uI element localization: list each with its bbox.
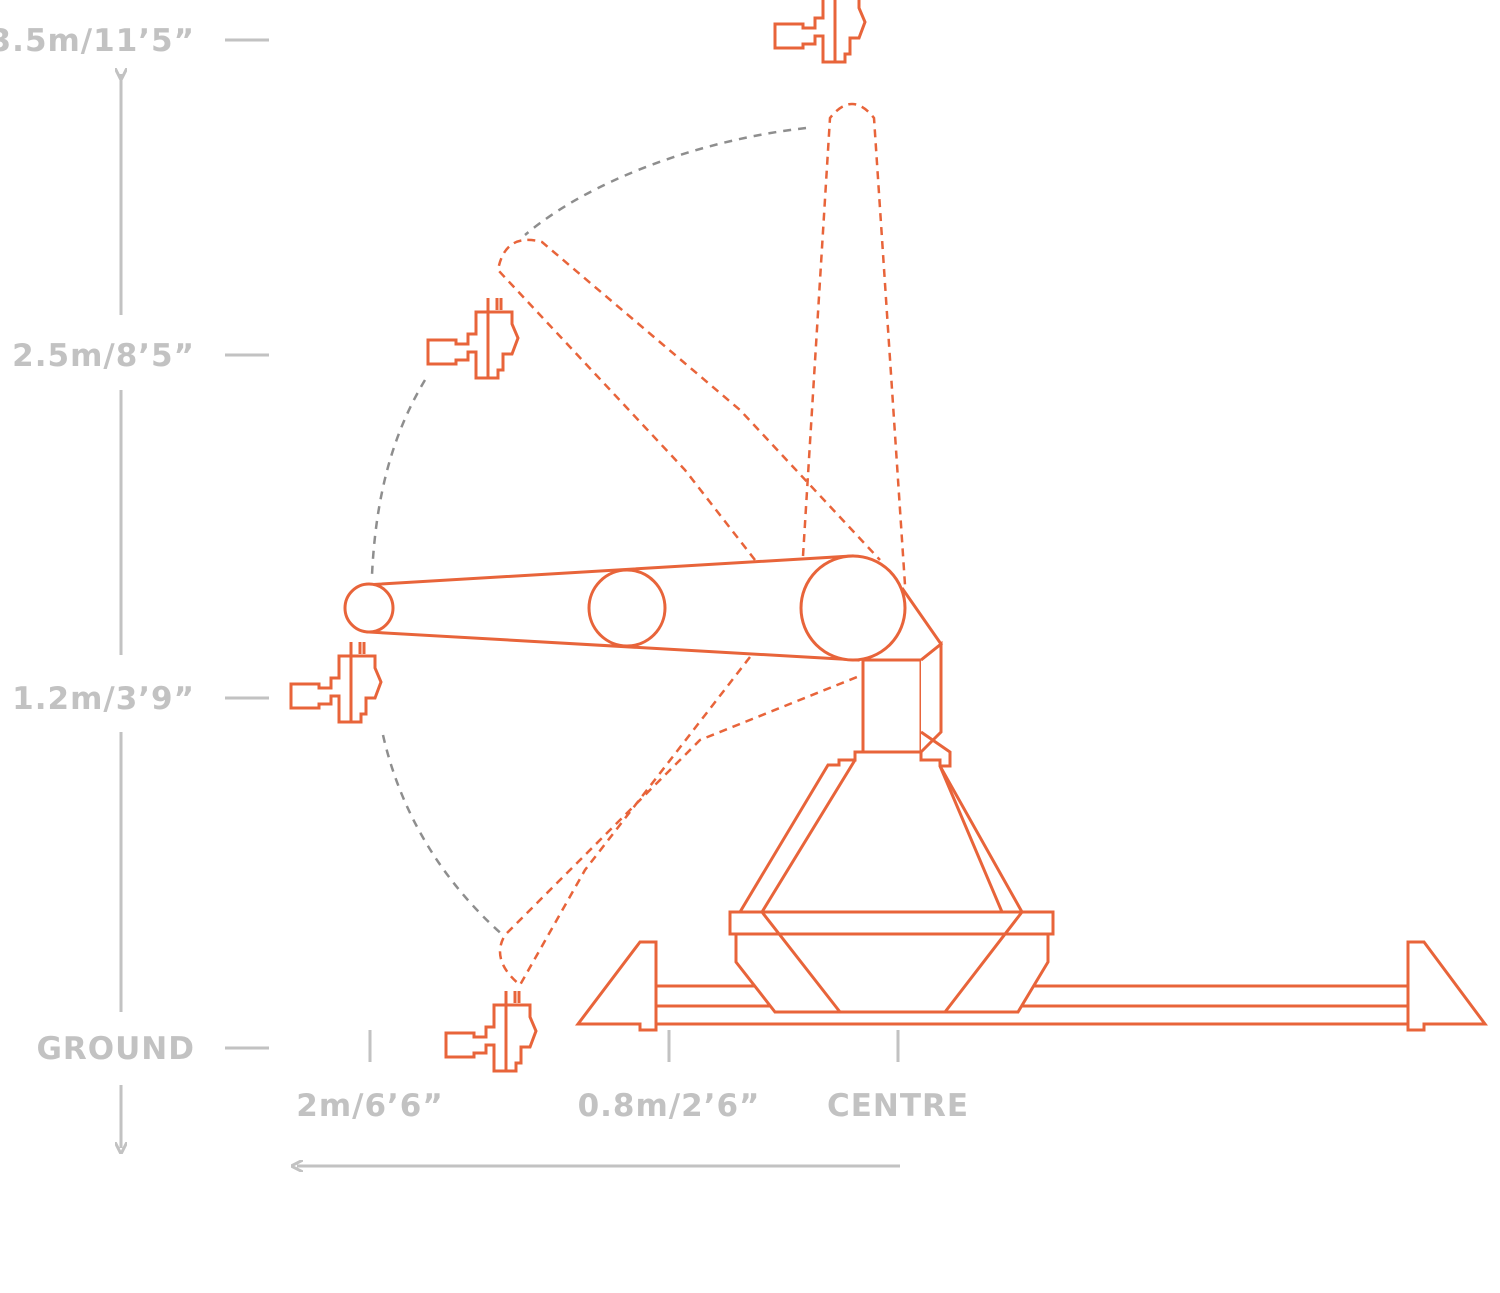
sweep-arc-middle bbox=[370, 379, 427, 576]
reach-label-centre: CENTRE bbox=[827, 1088, 969, 1124]
height-axis: 3.5m/11’5” 2.5m/8’5” 1.2m/3’9” GROUND bbox=[0, 23, 269, 1148]
camera-crane bbox=[343, 554, 1488, 1032]
arm-tip-wheel bbox=[343, 582, 395, 634]
reach-axis: 2m/6’6” 0.8m/2’6” CENTRE bbox=[296, 1030, 969, 1166]
camera-head-ground bbox=[444, 989, 538, 1073]
pedestal-cone bbox=[737, 750, 1025, 914]
sweep-arc-lower bbox=[381, 734, 506, 938]
arm-pivot-bracket bbox=[900, 587, 944, 662]
camera-head-1-2m bbox=[289, 640, 383, 724]
height-label-2-5m: 2.5m/8’5” bbox=[12, 338, 195, 374]
arm-pivot-wheel bbox=[799, 554, 907, 662]
pedestal-base bbox=[734, 932, 1050, 1014]
track-end-left bbox=[574, 940, 658, 1032]
height-label-3-5m: 3.5m/11’5” bbox=[0, 23, 195, 59]
sweep-arc-upper bbox=[524, 126, 807, 236]
arm-position-upper bbox=[496, 238, 881, 561]
reach-label-0-8m: 0.8m/2’6” bbox=[578, 1088, 761, 1124]
camera-head-3-5m bbox=[773, 0, 867, 64]
arm-position-high bbox=[801, 102, 907, 586]
camera-head-2-5m bbox=[426, 296, 520, 380]
column bbox=[861, 658, 923, 754]
height-label-ground: GROUND bbox=[36, 1031, 195, 1067]
height-label-1-2m: 1.2m/3’9” bbox=[12, 681, 195, 717]
reach-label-2m: 2m/6’6” bbox=[296, 1088, 443, 1124]
track-end-right bbox=[1406, 940, 1488, 1032]
arm-mid-wheel bbox=[587, 568, 667, 648]
